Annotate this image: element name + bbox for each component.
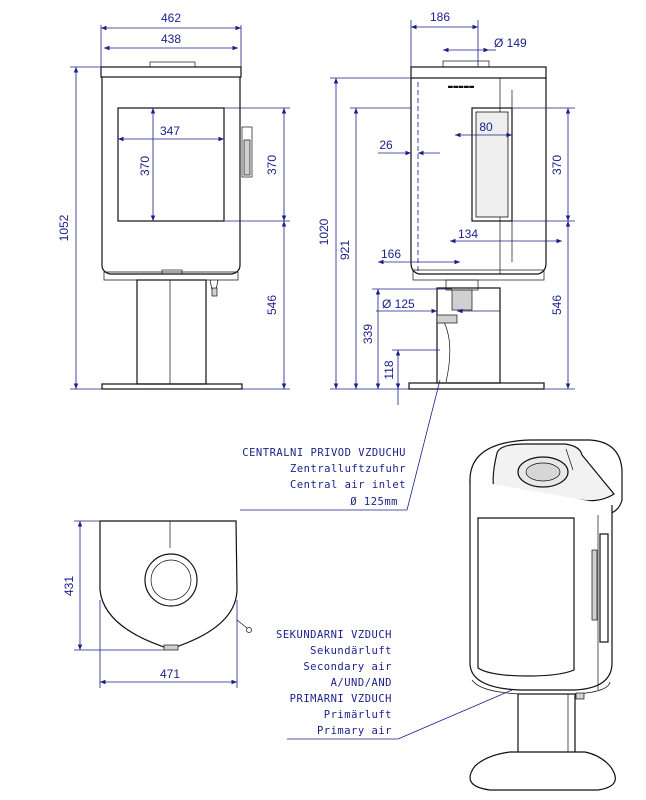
vent-slots: ▬▬▬▬▬ bbox=[448, 82, 475, 91]
dim-inlet-diameter: Ø 125 bbox=[382, 297, 415, 311]
air-note: SEKUNDARNI VZDUCH Sekundärluft Secondary… bbox=[276, 629, 513, 740]
dim-top-width: 471 bbox=[160, 667, 180, 681]
note-line-2: Zentralluftzufuhr bbox=[290, 463, 406, 475]
air-note-line-2: Sekundärluft bbox=[310, 645, 392, 657]
air-note-line-6: Primärluft bbox=[324, 709, 392, 721]
dim-front-width-outer: 462 bbox=[161, 11, 181, 25]
note-line-4: Ø 125mm bbox=[350, 496, 398, 508]
front-view: 462 438 347 370 370 546 1052 bbox=[57, 11, 290, 390]
dim-pedestal-height: 546 bbox=[265, 295, 279, 315]
dim-inlet-low: 118 bbox=[382, 360, 396, 379]
dim-edge-offset: 26 bbox=[379, 138, 393, 152]
dim-top-depth: 431 bbox=[62, 576, 76, 596]
dim-side-pedestal-height: 546 bbox=[550, 295, 564, 315]
dim-window-height: 370 bbox=[138, 156, 152, 176]
dim-window-width: 347 bbox=[160, 124, 180, 138]
dim-inlet-height: 339 bbox=[361, 324, 375, 344]
note-line-3: Central air inlet bbox=[290, 479, 406, 491]
dim-window-height-right: 370 bbox=[265, 155, 279, 175]
dim-height-b: 921 bbox=[338, 240, 352, 260]
dim-depth-lower: 134 bbox=[458, 227, 478, 241]
dim-base-offset: 166 bbox=[381, 247, 401, 261]
dim-side-offset: 80 bbox=[479, 120, 493, 134]
dim-flue-diameter: Ø 149 bbox=[494, 36, 527, 50]
note-line-1: CENTRALNI PRIVOD VZDUCHU bbox=[242, 447, 406, 459]
air-note-line-1: SEKUNDARNI VZDUCH bbox=[276, 629, 392, 641]
dim-side-top-width: 186 bbox=[430, 10, 450, 24]
top-view: 431 471 bbox=[62, 520, 252, 688]
dim-height-a: 1020 bbox=[317, 218, 331, 245]
air-note-line-3: Secondary air bbox=[303, 661, 392, 673]
air-note-line-5: PRIMARNI VZDUCH bbox=[290, 693, 392, 705]
dim-front-width-inner: 438 bbox=[161, 32, 181, 46]
dim-total-height: 1052 bbox=[57, 214, 71, 241]
air-inlet-note: CENTRALNI PRIVOD VZDUCHU Zentralluftzufu… bbox=[240, 447, 407, 511]
air-note-line-7: Primary air bbox=[317, 725, 392, 737]
air-note-line-4: A/UND/AND bbox=[331, 677, 392, 689]
side-view: ▬▬▬▬▬ 186 Ø 149 80 2 bbox=[317, 10, 575, 511]
dim-side-window-height: 370 bbox=[550, 155, 564, 175]
perspective-view bbox=[469, 439, 623, 791]
